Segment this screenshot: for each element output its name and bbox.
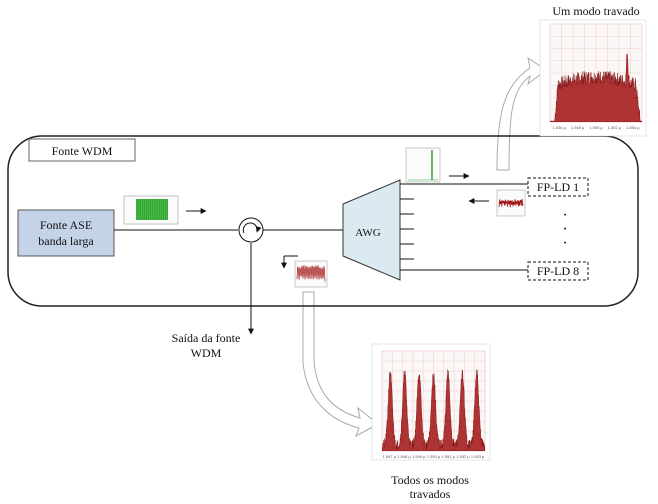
top-spectrum-plot: 1.546 μ 1.548 μ 1.550 μ 1.552 μ 1.554 μ xyxy=(540,20,646,136)
top-spectrum-ticks: 1.546 μ 1.548 μ 1.550 μ 1.552 μ 1.554 μ xyxy=(552,125,640,130)
combined-spectrum-inset xyxy=(295,261,327,287)
bottom-tick-5: 1.552 μ xyxy=(456,454,470,459)
fpld1-label: FP-LD 1 xyxy=(537,180,579,194)
bottom-tick-1: 1.548 μ xyxy=(397,454,411,459)
top-tick-3: 1.552 μ xyxy=(608,125,622,130)
bottom-tick-6: 1.553 μ xyxy=(471,454,485,459)
bottom-tick-0: 1.547 μ xyxy=(383,454,397,459)
top-tick-2: 1.550 μ xyxy=(589,125,603,130)
circulator-icon xyxy=(239,218,263,242)
curved-arrow-to-top-spectrum xyxy=(497,58,546,170)
bottom-caption-line2: travados xyxy=(410,487,451,501)
bottom-tick-4: 1.551 μ xyxy=(441,454,455,459)
fpld8-label: FP-LD 8 xyxy=(537,264,579,278)
ase-label-line1: Fonte ASE xyxy=(40,218,92,232)
ase-spectrum-inset xyxy=(124,196,178,224)
bottom-tick-3: 1.550 μ xyxy=(427,454,441,459)
output-label-line1: Saída da fonte xyxy=(172,331,241,345)
top-tick-4: 1.554 μ xyxy=(626,125,640,130)
bottom-caption-line1: Todos os modos xyxy=(391,473,469,487)
awg-label: AWG xyxy=(355,227,380,239)
ase-source-box xyxy=(18,210,114,256)
bottom-tick-2: 1.549 μ xyxy=(412,454,426,459)
ase-label-line2: banda larga xyxy=(38,234,94,248)
top-tick-1: 1.548 μ xyxy=(571,125,585,130)
top-spectrum-caption: Um modo travado xyxy=(552,4,639,18)
output-label-line2: WDM xyxy=(191,346,222,360)
curved-arrow-to-bottom-spectrum xyxy=(303,292,378,436)
single-channel-spectrum-inset xyxy=(406,148,440,182)
ellipsis-dot-3: · xyxy=(562,235,567,252)
locked-mode-spectrum-inset xyxy=(497,190,525,216)
top-tick-0: 1.546 μ xyxy=(552,125,566,130)
frame-title: Fonte WDM xyxy=(52,144,113,158)
